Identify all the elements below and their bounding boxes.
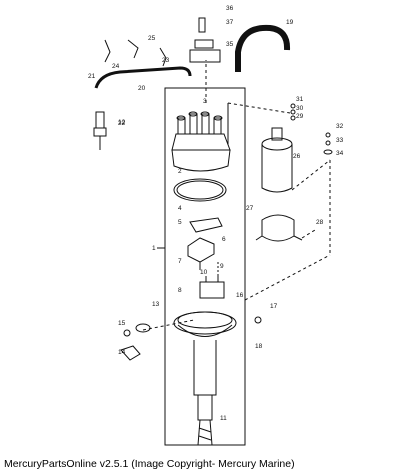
terminal-block — [189, 49, 221, 63]
callout-2: 2 — [178, 168, 182, 175]
callout-8: 8 — [178, 287, 182, 294]
callout-29: 29 — [296, 113, 304, 120]
callout-32: 32 — [336, 123, 344, 130]
rotor — [189, 217, 223, 233]
callout-1: 1 — [152, 245, 156, 252]
callout-4: 4 — [178, 205, 182, 212]
distributor-cap — [171, 103, 231, 172]
callout-28: 28 — [316, 219, 324, 226]
callout-23: 23 — [162, 57, 170, 64]
distributor-housing — [173, 311, 237, 446]
callout-13: 13 — [152, 301, 160, 308]
callout-36: 36 — [226, 5, 234, 12]
callout-7: 7 — [178, 258, 182, 265]
callout-15: 15 — [118, 320, 126, 327]
callout-17: 17 — [270, 303, 278, 310]
pickup-module — [187, 237, 215, 263]
distributor-exploded-diagram: 1 2 3 4 5 6 7 8 9 10 11 12 13 14 15 16 1… — [88, 5, 344, 446]
bolt — [198, 17, 206, 33]
callout-30: 30 — [296, 105, 304, 112]
callout-31: 31 — [296, 96, 304, 103]
callout-19: 19 — [286, 19, 294, 26]
copyright-caption: MercuryPartsOnline v2.5.1 (Image Copyrig… — [4, 458, 295, 470]
ground-wire — [94, 66, 192, 89]
callout-25: 25 — [148, 35, 156, 42]
callout-27: 27 — [246, 205, 254, 212]
callout-3: 3 — [203, 98, 207, 105]
callout-33: 33 — [336, 137, 344, 144]
washer — [135, 323, 151, 333]
callout-5: 5 — [178, 219, 182, 226]
assembly-frame — [164, 87, 246, 446]
coil-bracket — [261, 214, 295, 242]
callout-18: 18 — [255, 343, 263, 350]
callout-9: 9 — [220, 263, 224, 270]
spark-plug — [93, 111, 107, 150]
callout-6: 6 — [222, 236, 226, 243]
callout-21: 21 — [88, 73, 96, 80]
callout-12: 12 — [118, 119, 126, 126]
callout-22: 22 — [118, 120, 126, 127]
callout-11: 11 — [220, 415, 227, 422]
callout-10: 10 — [200, 269, 208, 276]
callout-35: 35 — [226, 41, 234, 48]
ignition-module — [199, 281, 225, 299]
spark-plug-wire — [235, 24, 291, 72]
ignition-coil — [261, 127, 293, 193]
callout-24: 24 — [112, 63, 120, 70]
cap-gasket — [173, 178, 227, 202]
callout-20: 20 — [138, 85, 146, 92]
callout-26: 26 — [293, 153, 301, 160]
callout-14: 14 — [118, 349, 126, 356]
callout-16: 16 — [236, 292, 244, 299]
callout-34: 34 — [336, 150, 344, 157]
callout-37: 37 — [226, 19, 234, 26]
